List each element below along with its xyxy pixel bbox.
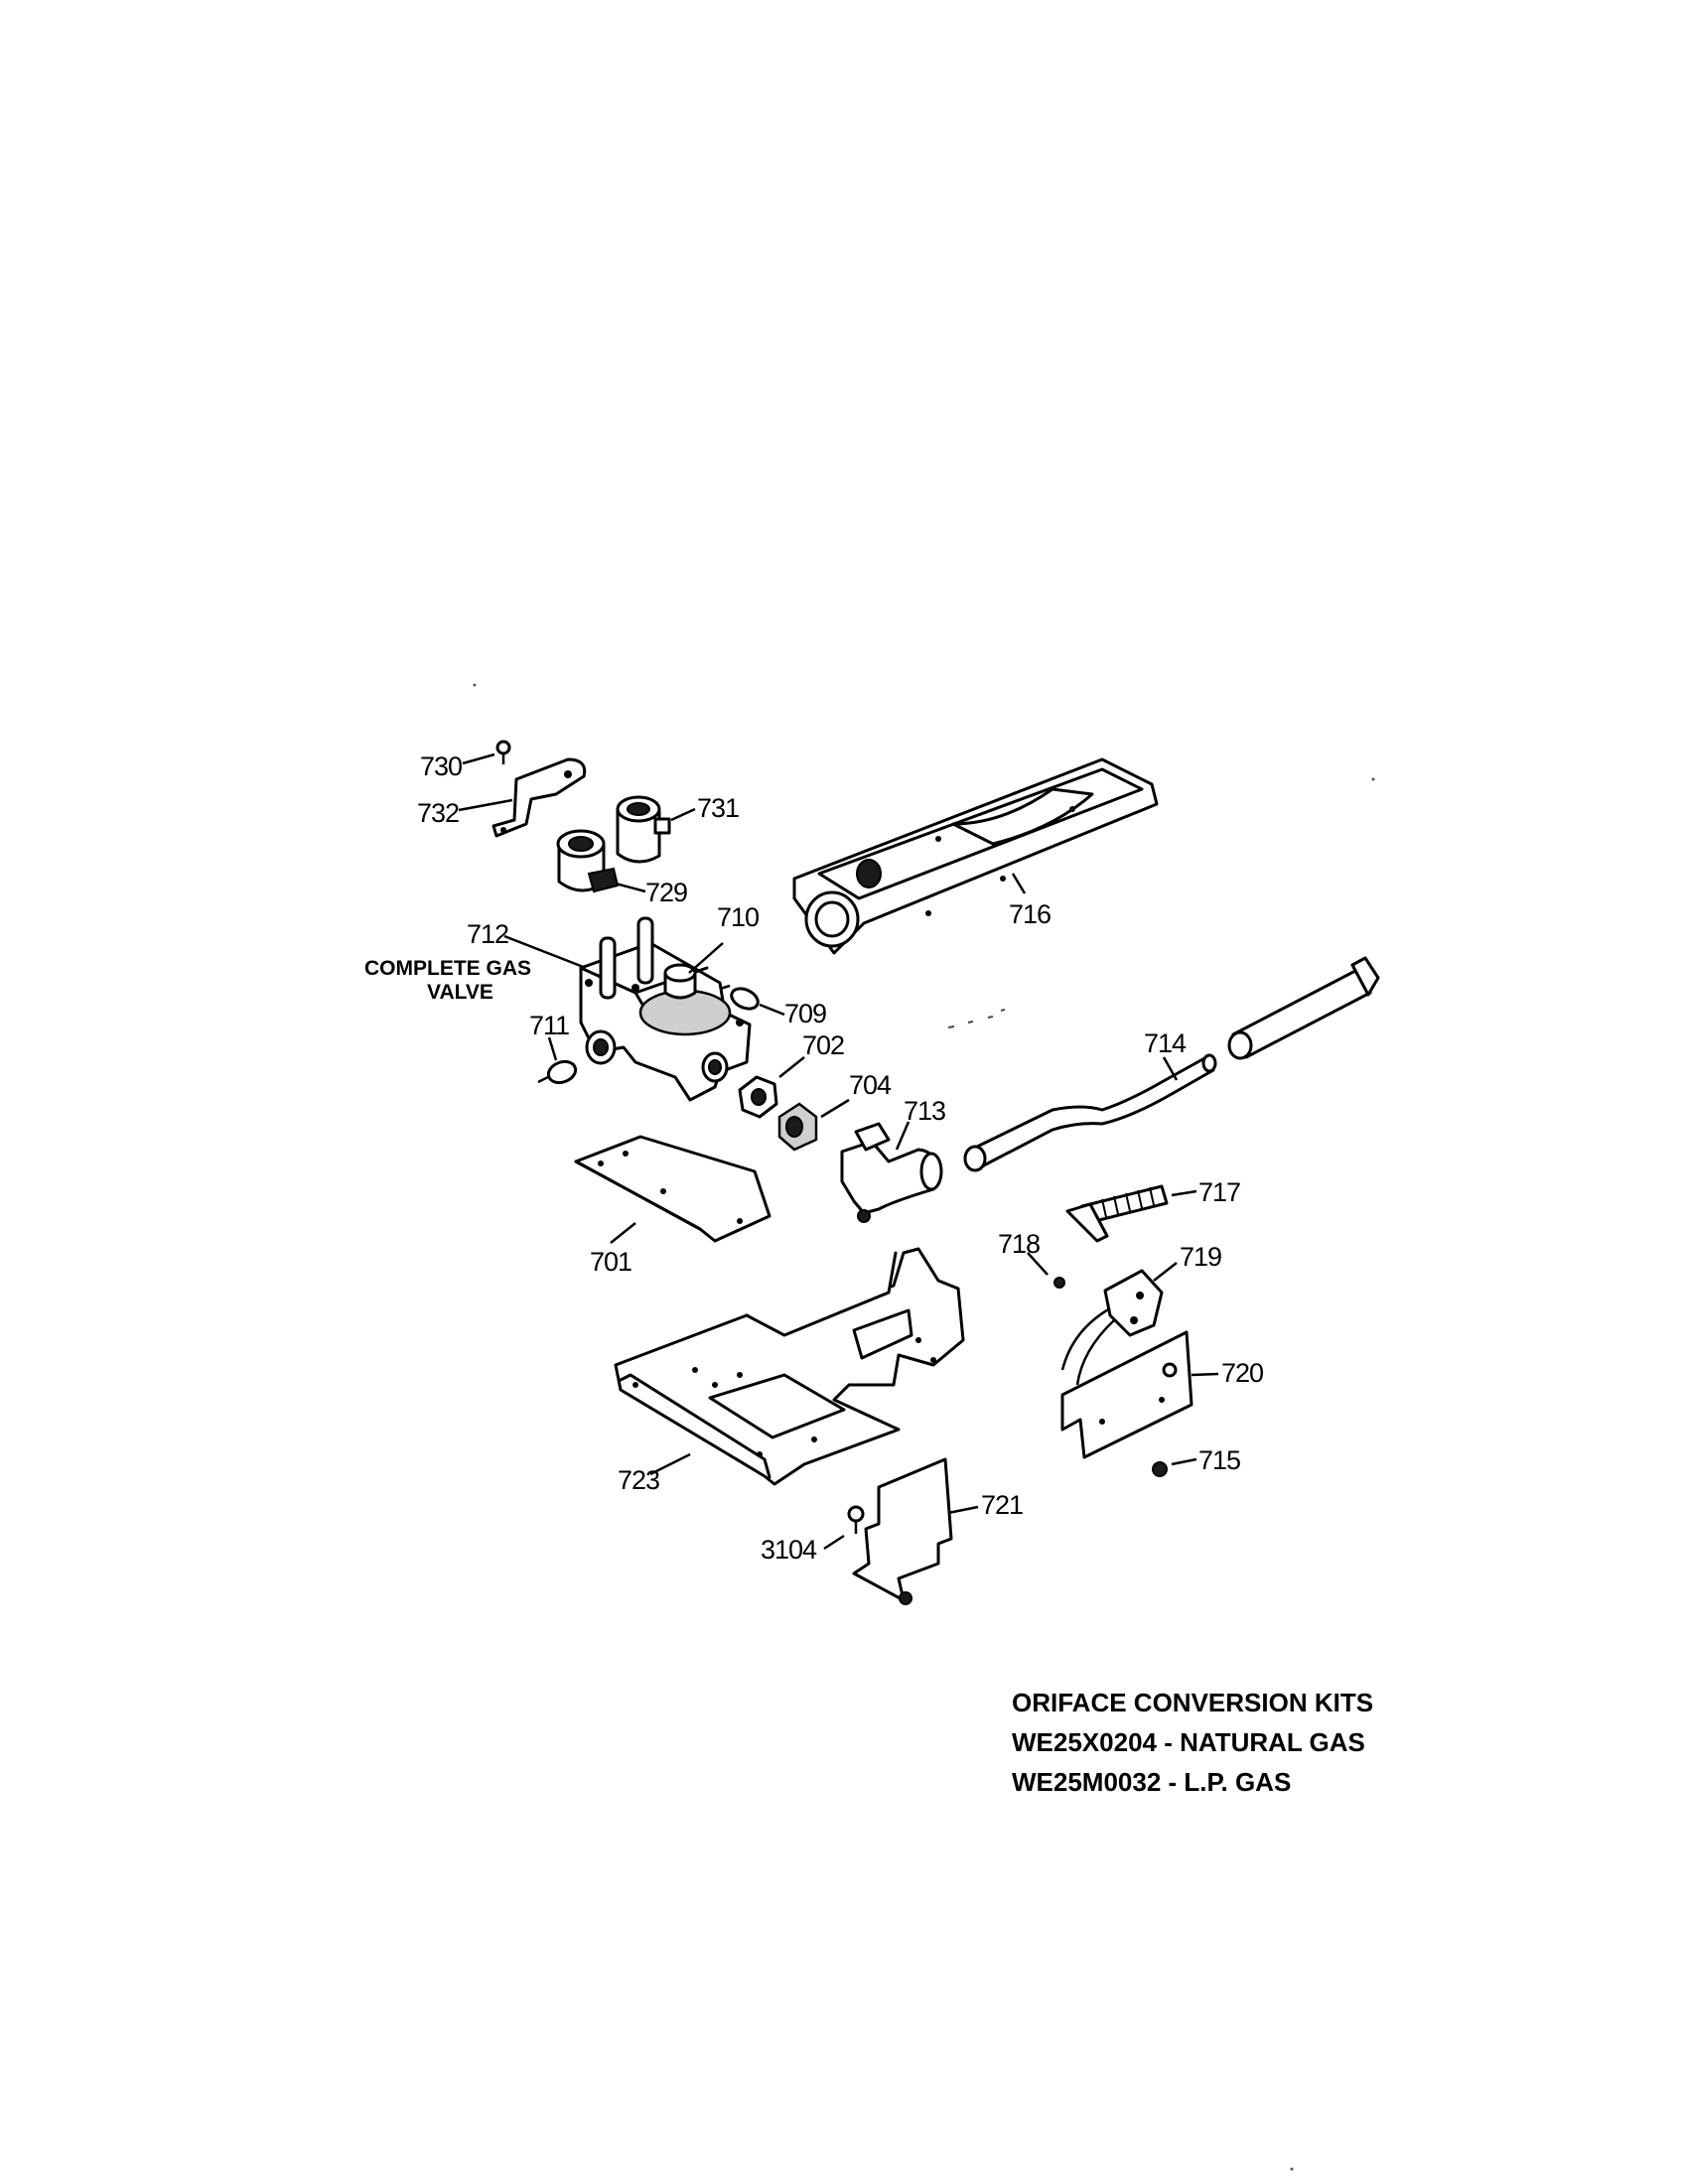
part-number-717: 717 [1198, 1177, 1240, 1207]
part-number-731: 731 [697, 793, 739, 823]
part-number-721: 721 [981, 1490, 1023, 1520]
leader-723 [649, 1452, 691, 1476]
part-number-714: 714 [1144, 1028, 1187, 1058]
leader-721 [947, 1505, 979, 1515]
valve-label-line1: COMPLETE GAS [364, 957, 531, 980]
leader-3104 [823, 1534, 845, 1551]
part-number-704: 704 [849, 1070, 892, 1100]
kit-lp-gas: WE25M0032 - L.P. GAS [1012, 1767, 1292, 1797]
part-number-701: 701 [590, 1247, 632, 1277]
screw-718 [1053, 1277, 1065, 1289]
leader-731 [670, 807, 696, 822]
leader-701 [610, 1222, 636, 1244]
part-number-730: 730 [420, 751, 462, 781]
speck [473, 683, 477, 687]
bracket-720 [1060, 1330, 1193, 1459]
leader-716 [1011, 873, 1027, 894]
part-number-713: 713 [904, 1096, 945, 1126]
screw-730 [495, 740, 511, 764]
leader-711 [547, 1036, 558, 1061]
kit-natural-gas: WE25X0204 - NATURAL GAS [1012, 1727, 1365, 1757]
igniter-719 [1060, 1269, 1164, 1386]
part-number-3104: 3104 [761, 1535, 817, 1565]
part-number-732: 732 [417, 798, 459, 828]
chassis-723 [614, 1247, 965, 1486]
part-number-709: 709 [784, 999, 826, 1028]
kit-title: ORIFACE CONVERSION KITS [1012, 1688, 1374, 1717]
leader-717 [1171, 1189, 1197, 1197]
leader-732 [458, 798, 513, 812]
leader-712 [503, 934, 587, 970]
tube-714 [963, 1053, 1217, 1172]
leader-718 [1027, 1252, 1049, 1276]
screw-3104 [847, 1505, 865, 1534]
leader-709 [759, 1003, 785, 1017]
leader-710 [688, 942, 724, 974]
part-number-723: 723 [618, 1465, 659, 1495]
speck [1371, 777, 1375, 781]
part-number-719: 719 [1180, 1242, 1221, 1272]
gas-valve-712 [579, 916, 752, 1102]
leader-702 [778, 1056, 805, 1078]
nut-702 [738, 1075, 778, 1119]
leader-704 [820, 1098, 850, 1119]
part-number-702: 702 [802, 1030, 844, 1060]
leader-720 [1191, 1372, 1219, 1377]
shield-721 [852, 1457, 953, 1605]
part-number-729: 729 [645, 878, 687, 907]
screw-709 [719, 984, 760, 1011]
elbow-fitting-713 [840, 1122, 943, 1223]
leader-714 [1162, 1056, 1179, 1081]
part-number-718: 718 [998, 1229, 1040, 1259]
screw-715 [1152, 1461, 1168, 1477]
orifice-704 [777, 1102, 818, 1152]
screw-711 [537, 1059, 578, 1085]
leader-713 [895, 1121, 911, 1151]
gas-flow-dashes [947, 1009, 1006, 1028]
speck [1290, 2167, 1294, 2171]
bolt-717 [1065, 1184, 1169, 1243]
valve-label-line2: VALVE [427, 981, 493, 1004]
coil-729 [556, 829, 620, 893]
coil-731 [616, 795, 671, 864]
pipe-segment [1227, 956, 1380, 1060]
part-number-720: 720 [1221, 1358, 1263, 1388]
part-number-711: 711 [529, 1011, 569, 1040]
part-number-716: 716 [1009, 899, 1051, 929]
burner-716 [792, 757, 1159, 955]
part-number-710: 710 [717, 902, 759, 932]
part-number-712: 712 [467, 919, 508, 949]
leader-730 [462, 752, 495, 765]
plate-701 [574, 1135, 772, 1243]
leader-729 [615, 882, 646, 893]
bracket-732 [491, 757, 587, 838]
leader-719 [1153, 1262, 1178, 1282]
part-number-715: 715 [1198, 1445, 1240, 1475]
leader-715 [1171, 1457, 1197, 1466]
